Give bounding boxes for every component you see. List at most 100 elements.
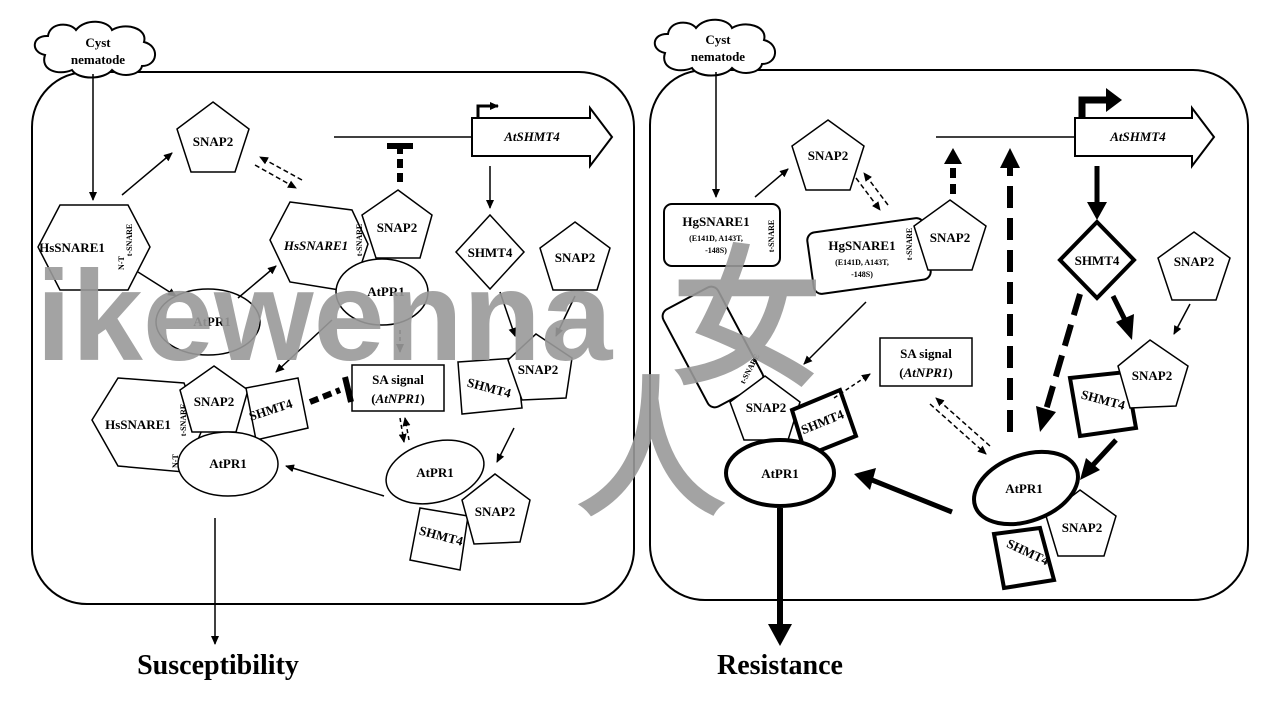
left-shmt4-diamond-label: SHMT4 <box>468 245 513 260</box>
left-atpr1-complex-2 <box>385 439 485 505</box>
right-dashed-arrow-b <box>863 172 889 206</box>
left-atpr1-complex-2-label: AtPR1 <box>416 465 454 480</box>
right-sa-signal-box <box>879 337 973 387</box>
watermark: ikewenna 女 人 <box>36 236 822 534</box>
right-snap2-free-right <box>1157 231 1231 301</box>
right-lower-complex: t-SNARE SNAP2 SHMT4 AtPR1 <box>661 285 859 508</box>
left-snap2-lower <box>179 365 249 433</box>
right-shmt4-diamond <box>1057 219 1137 301</box>
right-cloud-line2: nematode <box>691 49 745 64</box>
left-cell-boundary <box>31 71 635 605</box>
right-dashed-arrow-sa <box>833 373 871 399</box>
right-snap2-top <box>791 119 865 191</box>
left-npr1-line: (AtNPR1) <box>371 391 424 406</box>
left-hssnare1-complex-label: HsSNARE1 <box>283 238 348 253</box>
right-snap2-upper <box>913 199 987 271</box>
right-snap2-complex-2-label: SNAP2 <box>1062 520 1102 535</box>
left-dashed-arrow-b <box>259 156 303 181</box>
left-npr1-label: AtNPR1 <box>375 391 421 406</box>
right-arrow-snare-snap2 <box>754 168 789 198</box>
right-dashed-sa-pr1-a <box>929 403 987 455</box>
left-dashed-sa-pr1-b <box>402 417 411 441</box>
left-panel: Cyst nematode AtSHMT4 SNAP2 HsSNARE1 N-T… <box>31 20 635 681</box>
right-tsnare-label-1: t-SNARE <box>767 220 776 252</box>
right-hgsnare1-free-mut1: (E141D, A143T, <box>689 234 743 243</box>
right-snap2-upper-label: SNAP2 <box>930 230 970 245</box>
left-atpr1-upper-label: AtPR1 <box>367 284 405 299</box>
right-arrow-snap2-complex <box>1173 303 1191 335</box>
watermark-text-2: 女 <box>672 236 822 404</box>
left-nematode-cloud: Cyst nematode <box>33 20 156 79</box>
right-atpr1-complex-2-label: AtPR1 <box>1005 481 1043 496</box>
right-snap2-complex-1 <box>1117 339 1189 409</box>
left-shmt4-box-1 <box>457 357 523 415</box>
left-sa-inhibition-bar <box>342 376 354 403</box>
right-dashed-sa-pr1-b <box>935 397 991 447</box>
left-tsnare-label-3: t-SNARE <box>179 404 188 436</box>
left-arrow-snare-snap2 <box>121 152 173 196</box>
right-promoter-head <box>1106 88 1122 112</box>
left-shmt4-lower <box>245 377 309 441</box>
right-arrow-complex-pr1b-head <box>1080 458 1100 480</box>
left-hssnare1-lower-label: HsSNARE1 <box>105 417 171 432</box>
left-outcome-label: Susceptibility <box>137 650 299 681</box>
right-arrow-outcome-head <box>768 624 792 646</box>
right-snap2-free-right-label: SNAP2 <box>1174 254 1214 269</box>
right-dashed-up-2-head <box>1000 148 1020 168</box>
left-snap2-upper-label: SNAP2 <box>377 220 417 235</box>
left-dashed-sa-pr1-a <box>398 417 407 443</box>
right-snap2-lower-label: SNAP2 <box>746 400 786 415</box>
right-hgsnare1-snap2-complex: HgSNARE1 (E141D, A143T, -148S) t-SNARE S… <box>806 199 987 295</box>
left-sa-signal-label: SA signal <box>372 372 424 387</box>
left-snap2-free-right-label: SNAP2 <box>555 250 595 265</box>
left-nt-label-1: N-T <box>117 256 126 270</box>
right-outcome-label: Resistance <box>717 650 843 681</box>
right-hgsnare1-free-mut2: -148S) <box>705 246 727 255</box>
left-shmt4-box-2 <box>409 507 469 571</box>
left-snap2-free-right <box>539 221 611 291</box>
left-snap2-complex-1 <box>507 333 573 401</box>
left-cloud-line1: Cyst <box>85 35 111 50</box>
left-hssnare1-free <box>37 204 151 291</box>
right-shmt4-diamond-label: SHMT4 <box>1075 253 1120 268</box>
right-shmt4-box-2 <box>991 525 1057 591</box>
left-arrow-to-lower-pr1 <box>285 464 385 497</box>
right-atpr1-complex-2 <box>972 449 1080 527</box>
left-nt-label-3: N-T <box>171 454 180 468</box>
left-tsnare-label-2: t-SNARE <box>355 224 364 256</box>
left-snap2-complex-1-label: SNAP2 <box>518 362 558 377</box>
right-hgsnare1-free-label: HgSNARE1 <box>682 214 749 229</box>
right-sa-signal-label: SA signal <box>900 346 952 361</box>
watermark-text-1: ikewenna <box>36 245 613 388</box>
left-arrow-snare-pr1 <box>137 271 177 297</box>
right-arrow-shmt4-complex <box>1110 294 1129 324</box>
right-gene-label: AtSHMT4 <box>1109 129 1166 144</box>
left-arrow-complex-pr1 <box>496 427 515 463</box>
left-shmt4-snap2-complex: SHMT4 SNAP2 <box>457 333 573 415</box>
left-cloud-line2: nematode <box>71 52 125 67</box>
right-cell-boundary <box>649 69 1249 601</box>
right-dashed-arrow-a <box>855 177 881 211</box>
left-lower-complex: HsSNARE1 N-T t-SNARE SNAP2 SHMT4 AtPR1 <box>91 365 309 497</box>
right-shmt4-box-1 <box>1067 369 1139 439</box>
left-snap2-top-label: SNAP2 <box>193 134 233 149</box>
left-atpr1-free <box>155 288 261 356</box>
right-hgsnare1-free <box>663 203 781 267</box>
right-cloud-line1: Cyst <box>705 32 731 47</box>
right-panel: Cyst nematode AtSHMT4 SNAP2 HgSNARE1 (E1… <box>649 18 1249 681</box>
left-tsnare-label-1: t-SNARE <box>125 224 134 256</box>
left-arrow-shmt4-complex <box>499 291 517 337</box>
right-pr1-shmt4-snap2-complex: SHMT4 SNAP2 AtPR1 <box>972 449 1117 591</box>
left-atpr1-upper <box>335 258 429 326</box>
left-arrow-snap2-complex <box>555 295 576 337</box>
left-hssnare1-free-label: HsSNARE1 <box>39 240 105 255</box>
right-snap2-complex-1-label: SNAP2 <box>1132 368 1172 383</box>
left-gene-label: AtSHMT4 <box>503 129 560 144</box>
left-sa-signal-box <box>351 364 445 412</box>
left-snap2-complex-2 <box>461 473 531 545</box>
right-dashed-shmt4-pr1 <box>1043 293 1083 411</box>
right-dashed-up-1-head <box>944 148 962 164</box>
left-arrow-pr1-complex <box>237 265 277 299</box>
right-npr1-label: AtNPR1 <box>903 365 949 380</box>
